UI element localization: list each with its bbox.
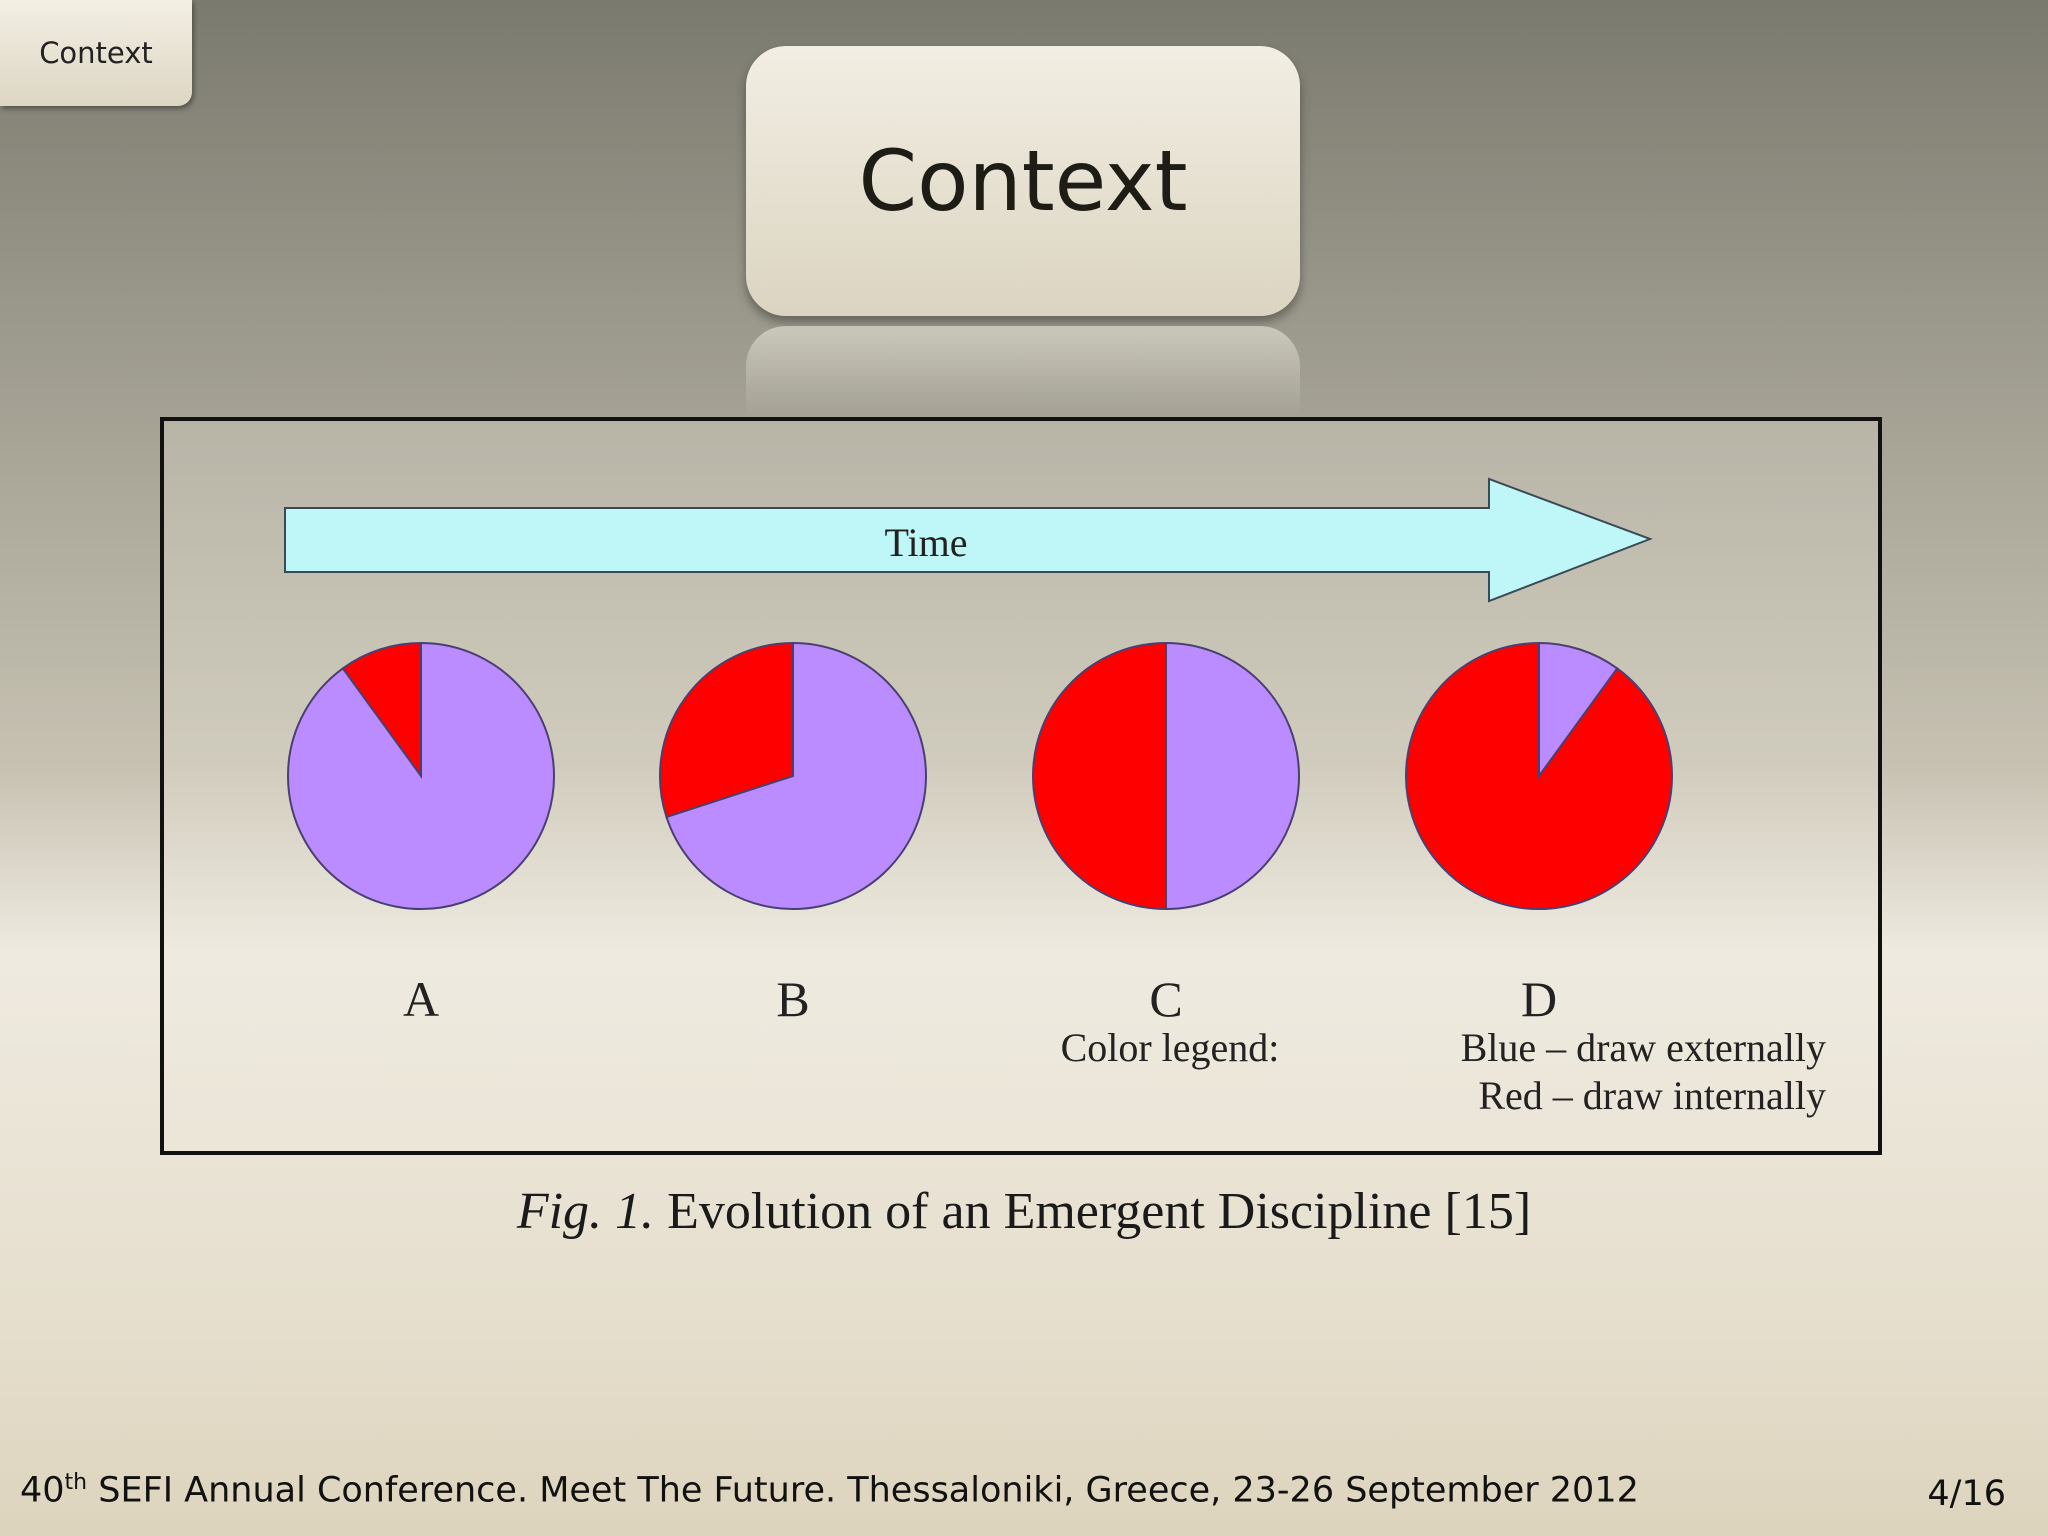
figure-caption: Fig. 1. Evolution of an Emergent Discipl…: [0, 1182, 2048, 1241]
footer-ordinal-suffix: th: [64, 1470, 88, 1495]
pie-a-red-slice: [341, 641, 422, 780]
time-arrow-label: Time: [884, 520, 967, 565]
pie-d-blue-slice: [1538, 641, 1619, 780]
footer-conference: 40th SEFI Annual Conference. Meet The Fu…: [20, 1470, 1639, 1511]
pie-chart-figure: Time A B C D Color legend: Blue – draw exte…: [284, 477, 1826, 1118]
pie-c-blue-slice: [1165, 641, 1300, 911]
legend-entry-red: Red – draw internally: [1478, 1073, 1826, 1118]
pie-label-b: B: [776, 971, 809, 1027]
nav-tab-label: Context: [39, 36, 153, 70]
pie-c-red-slice: [1032, 641, 1167, 911]
slide-title: Context: [858, 132, 1188, 230]
pie-a-blue-slice: [287, 641, 555, 910]
figure-caption-number: Fig. 1.: [516, 1183, 655, 1240]
title-reflection: [746, 326, 1300, 416]
pie-b-blue-slice: [665, 641, 927, 910]
pie-label-a: A: [403, 971, 439, 1027]
pie-labels-group: A B C D: [403, 971, 1557, 1027]
figure-frame: Time A B C D Color legend: Blue – draw exte…: [160, 417, 1882, 1155]
page-number: 4/16: [1927, 1474, 2006, 1514]
time-arrow: [284, 477, 1653, 603]
pie-label-d: D: [1521, 971, 1557, 1027]
pies-group: [287, 641, 1673, 911]
legend-title: Color legend:: [1061, 1025, 1280, 1070]
pie-b-red-slice: [659, 641, 794, 819]
slide-title-box: Context: [746, 46, 1300, 316]
footer-ordinal: 40: [20, 1470, 65, 1511]
nav-tab-context[interactable]: Context: [0, 0, 192, 106]
figure-caption-text: Evolution of an Emergent Discipline [15]: [654, 1183, 1532, 1240]
footer-text: SEFI Annual Conference. Meet The Future.…: [87, 1470, 1639, 1511]
pie-label-c: C: [1149, 971, 1182, 1027]
legend-entry-blue: Blue – draw externally: [1461, 1025, 1826, 1070]
